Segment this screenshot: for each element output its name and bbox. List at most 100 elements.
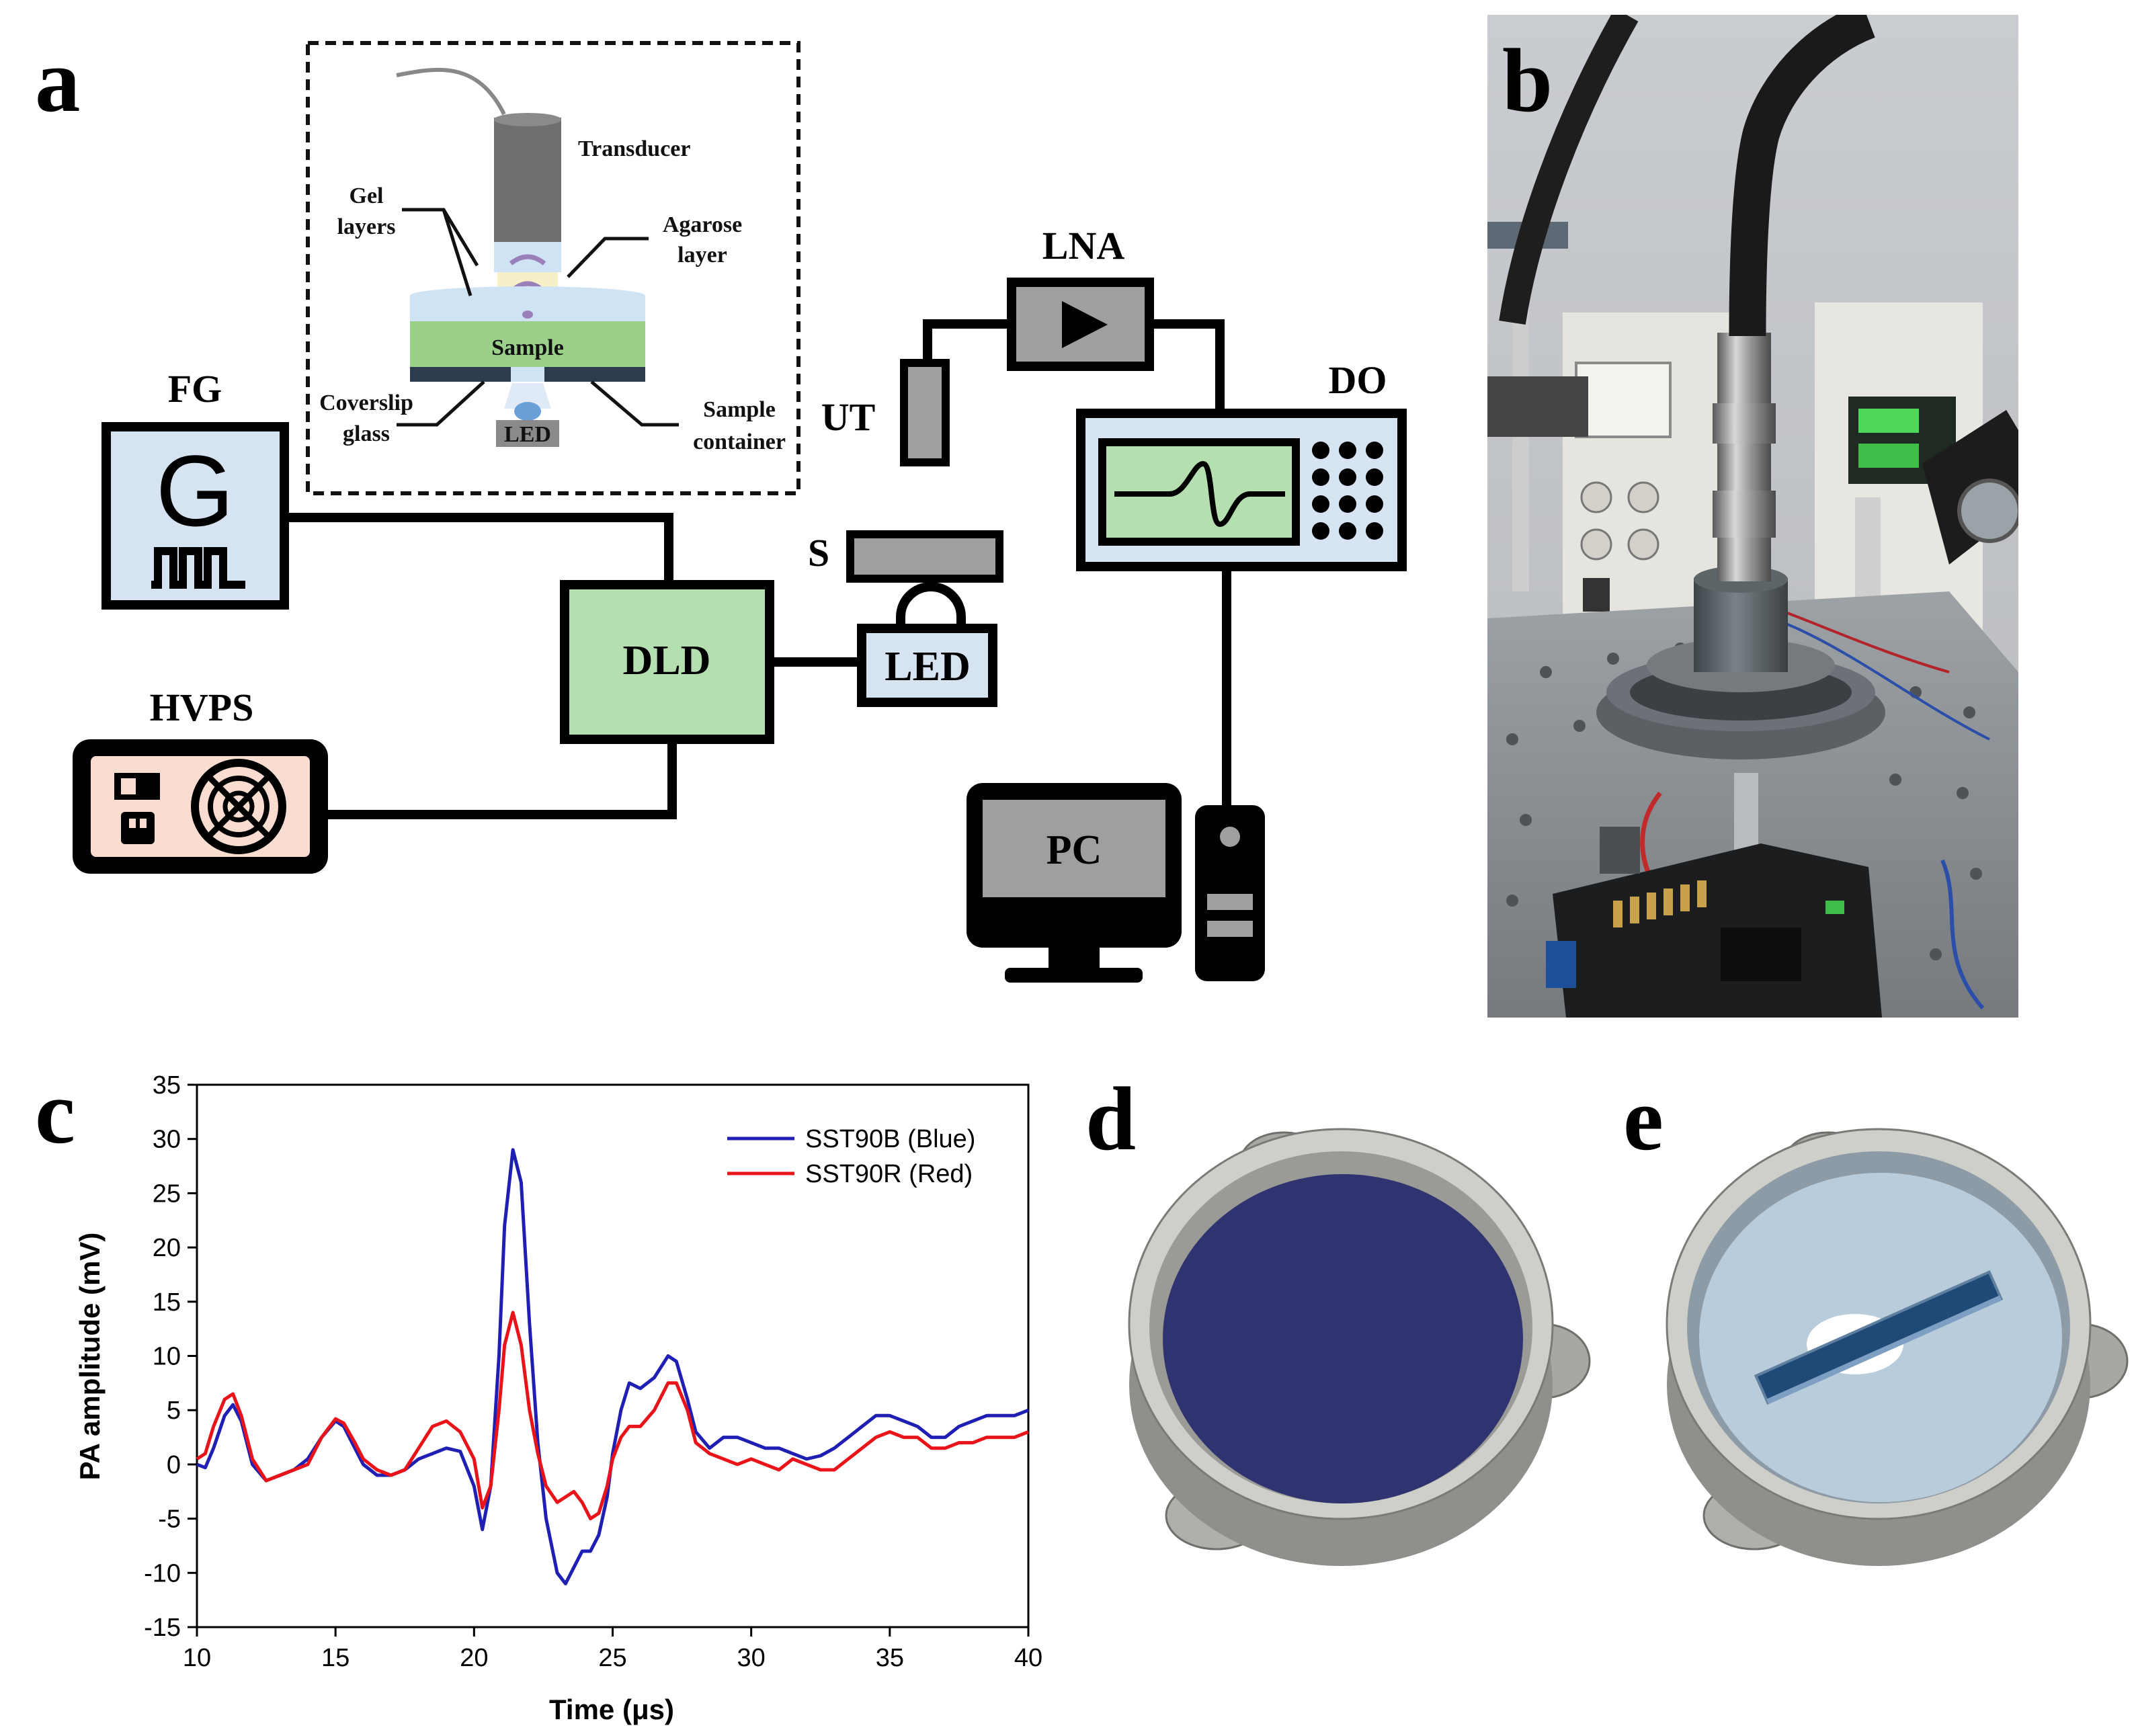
- series-line-2: [196, 1311, 1029, 1521]
- x-tick-label: 40: [1014, 1644, 1042, 1672]
- pc-tower: [1195, 805, 1265, 981]
- light-cone: [504, 383, 551, 409]
- y-tick-label: 5: [167, 1397, 181, 1425]
- x-tick-label: 25: [598, 1644, 626, 1672]
- sample-layer: [410, 321, 645, 367]
- chart-series: [196, 1148, 1029, 1585]
- led-dome-icon: [896, 582, 966, 628]
- lna-label: LNA: [1042, 224, 1125, 267]
- do-label: DO: [1329, 358, 1387, 402]
- leader-agarose: [567, 237, 649, 278]
- led-source: [857, 624, 997, 707]
- pc-drive-bay-2: [1207, 921, 1253, 937]
- wire-hvps-dld: [326, 739, 677, 819]
- panel-d: d: [1085, 1069, 1591, 1566]
- gel-label-line2: layers: [337, 214, 396, 239]
- y-axis-title: PA amplitude (mV): [74, 1233, 106, 1481]
- wire-lna-do: [1149, 319, 1225, 413]
- leader-gel-2: [442, 209, 473, 296]
- panel-label-d: d: [1085, 1069, 1136, 1169]
- inset-illustration: LED Transducer Gel layers Agarose layer …: [319, 67, 786, 454]
- fan-icon: [191, 759, 286, 854]
- ut-label: UT: [821, 395, 876, 439]
- series-line-1: [196, 1148, 1029, 1585]
- wire-fg-dld: [286, 513, 673, 585]
- transducer-cable: [396, 67, 506, 116]
- x-axis: 10 15 20 25 30 35 40: [183, 1627, 1042, 1672]
- legend-entry-1: SST90B (Blue): [805, 1125, 975, 1153]
- led-label: LED: [885, 644, 970, 690]
- inset-box: [306, 41, 800, 495]
- oscilloscope-buttons: [1312, 442, 1383, 540]
- sample-block: [846, 530, 1003, 583]
- ultrasound-transducer: [900, 359, 950, 466]
- s-label: S: [808, 531, 829, 575]
- agarose-label-line1: Agarose: [663, 212, 742, 237]
- transducer-label: Transducer: [578, 136, 690, 161]
- setup-photo: [1487, 15, 2018, 1018]
- y-tick-label: 10: [153, 1343, 181, 1371]
- pc-monitor-neck: [1049, 948, 1100, 971]
- y-tick-label: 15: [153, 1288, 181, 1317]
- power-switch-toggle: [121, 778, 136, 794]
- coverslip-label-line1: Coverslip: [319, 390, 413, 415]
- inset-led-label: LED: [504, 422, 551, 447]
- pc-monitor-screen: [983, 800, 1165, 897]
- y-tick-label: 30: [153, 1126, 181, 1154]
- panel-a: a L: [35, 31, 1407, 983]
- x-tick-label: 15: [321, 1644, 350, 1672]
- panel-label-b: b: [1502, 31, 1553, 131]
- amplifier-triangle-icon: [1062, 301, 1108, 348]
- leader-container: [590, 380, 679, 427]
- legend-entry-2: SST90R (Red): [805, 1160, 973, 1188]
- pc-drive-bay-1: [1207, 894, 1253, 910]
- fg-label: FG: [168, 367, 222, 411]
- square-wave-icon: [151, 547, 245, 589]
- y-tick-label: -10: [144, 1559, 181, 1587]
- acoustic-wave-1: [509, 254, 546, 265]
- legend: SST90B (Blue) SST90R (Red): [727, 1125, 975, 1188]
- gel-label-line1: Gel: [350, 183, 384, 208]
- panel-label-c: c: [35, 1063, 75, 1163]
- panel-label-e: e: [1623, 1069, 1663, 1169]
- y-tick-label: 0: [167, 1451, 181, 1479]
- container-render-d: [1128, 1128, 1591, 1566]
- inset-led-base: [496, 420, 559, 447]
- x-tick-label: 30: [737, 1644, 766, 1672]
- y-tick-label: 35: [153, 1071, 181, 1100]
- y-tick-label: -15: [144, 1614, 181, 1642]
- pc-monitor-stand: [1005, 968, 1143, 983]
- pa-amplitude-chart: -15 -10 -5 0 5 10 15 20 25 30 35 10 15 20 25 30 35 40 SS…: [74, 1071, 1042, 1725]
- y-tick-label: 20: [153, 1234, 181, 1262]
- absorber-dot: [522, 311, 533, 319]
- panel-b: b: [1487, 15, 2018, 1018]
- leader-coverslip: [397, 380, 485, 427]
- transducer-body: [494, 118, 561, 242]
- led-dome: [514, 402, 541, 421]
- fg-g-icon: G: [156, 434, 235, 547]
- pc-power-button: [1220, 827, 1240, 847]
- oscilloscope-trace-icon: [1114, 460, 1285, 528]
- sample-strip: [1754, 1270, 2004, 1405]
- x-tick-label: 20: [460, 1644, 488, 1672]
- y-tick-label: -5: [158, 1505, 181, 1534]
- pc-label: PC: [1046, 827, 1102, 873]
- x-tick-label: 35: [876, 1644, 904, 1672]
- panel-e: e: [1623, 1069, 2129, 1566]
- socket-pin-1: [129, 819, 136, 828]
- panel-c: c -15 -10 -5 0 5 10 15 20 25 30 35 10 15 20 25 30 35 40 …: [35, 1063, 1042, 1725]
- container-label-line2: container: [693, 429, 786, 454]
- sample-label: Sample: [491, 335, 564, 360]
- panel-label-a: a: [35, 31, 81, 131]
- agarose-label-line2: layer: [677, 243, 727, 267]
- x-tick-label: 10: [183, 1644, 211, 1672]
- y-tick-label: 25: [153, 1180, 181, 1208]
- coverslip-window: [511, 367, 544, 382]
- hvps-label: HVPS: [150, 686, 254, 729]
- y-axis: -15 -10 -5 0 5 10 15 20 25 30 35: [144, 1071, 197, 1642]
- power-socket-icon: [121, 812, 155, 844]
- socket-pin-2: [140, 819, 147, 828]
- container-render-e: [1666, 1128, 2129, 1566]
- x-axis-title: Time (μs): [549, 1694, 674, 1725]
